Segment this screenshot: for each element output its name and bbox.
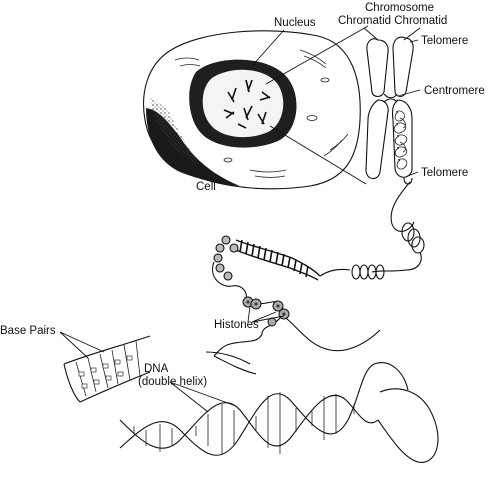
label-telomere-top: Telomere	[421, 35, 468, 47]
chromatid-left-upper	[366, 38, 389, 98]
label-telomere-bottom: Telomere	[421, 167, 468, 179]
label-nucleus: Nucleus	[274, 17, 316, 29]
histone-beads	[213, 296, 381, 357]
label-histones: Histones	[214, 319, 259, 331]
label-dna-subtitle: (double helix)	[138, 376, 207, 388]
label-chromatid-pair: Chromatid Chromatid	[338, 15, 447, 27]
zoom-line-top	[265, 25, 369, 85]
label-centromere: Centromere	[424, 85, 485, 97]
label-dna: DNA	[144, 363, 169, 375]
leader-lines	[59, 27, 421, 413]
label-cell: Cell	[196, 181, 216, 193]
label-base-pairs: Base Pairs	[0, 325, 56, 337]
cell-illustration	[143, 30, 361, 190]
chromatid-right-upper	[392, 36, 414, 98]
dna-double-helix	[119, 351, 439, 463]
solenoid-fiber	[235, 239, 321, 281]
chromatid-right-lower	[391, 99, 413, 178]
nucleosome-loop	[213, 235, 239, 281]
chromatin-fiber	[212, 181, 425, 301]
nucleus-chromosomes	[223, 79, 271, 129]
chromatid-left-lower	[365, 99, 389, 180]
dna-ladder	[63, 335, 151, 403]
chromosome-illustration	[365, 36, 414, 185]
cell-membrane	[143, 30, 361, 190]
label-chromosome: Chromosome	[365, 2, 434, 14]
zoom-line-bottom	[269, 125, 367, 185]
